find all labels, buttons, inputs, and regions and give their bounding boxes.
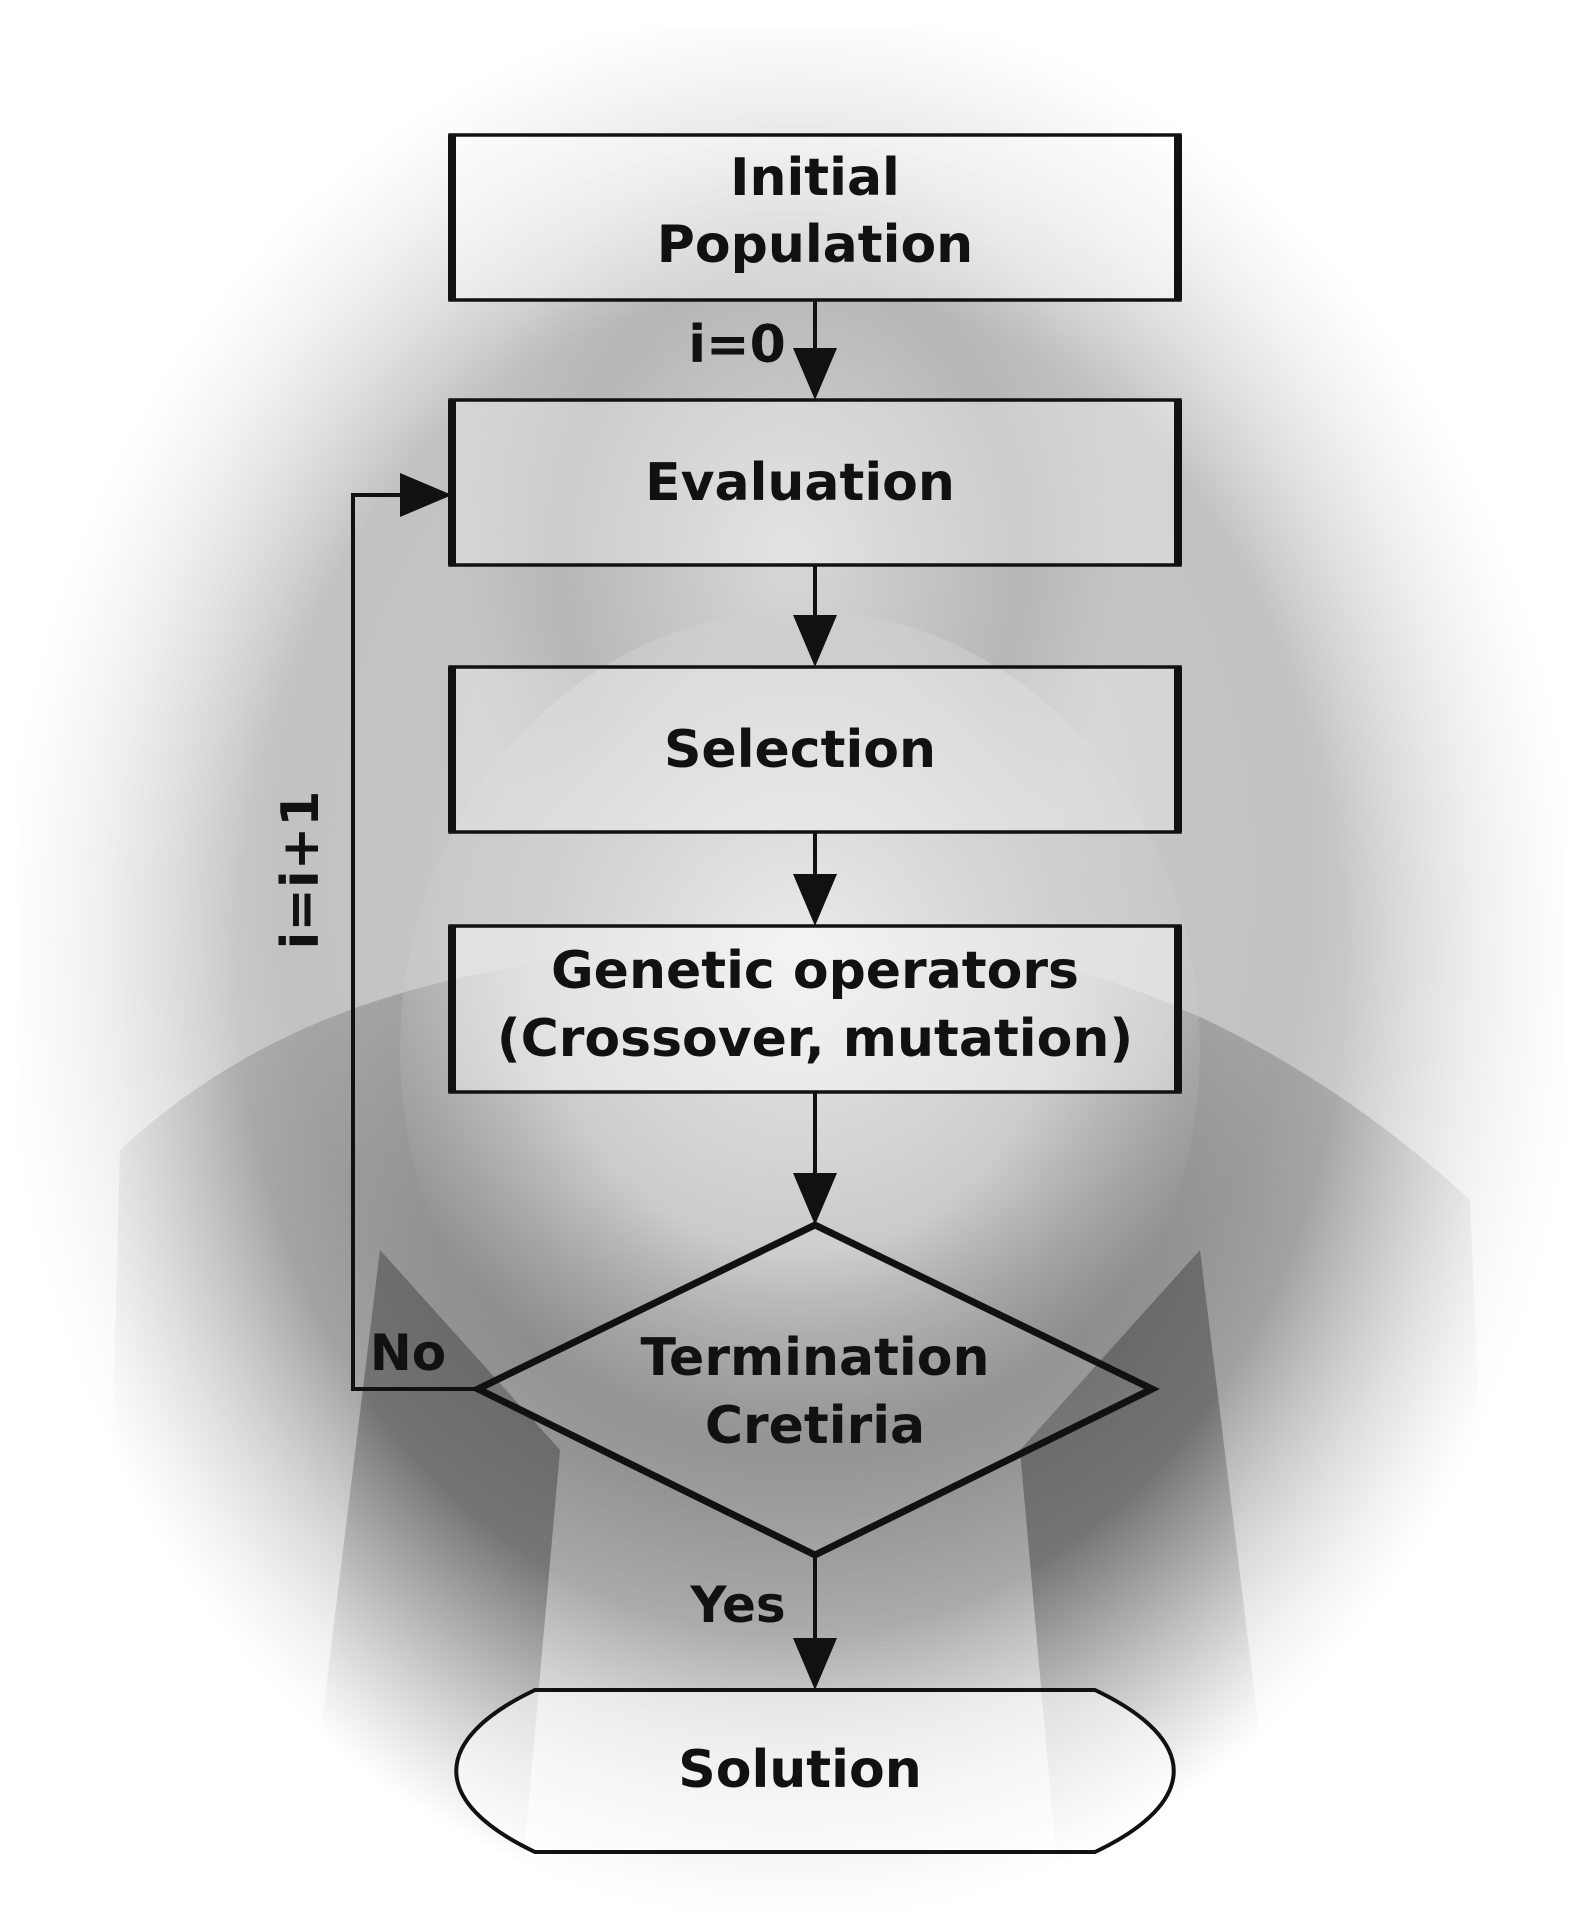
- node-initial-population-line-2: Population: [657, 215, 973, 275]
- node-genetic-operators-line-2: (Crossover, mutation): [497, 1009, 1133, 1069]
- edge-label-yes: Yes: [689, 1576, 785, 1634]
- node-termination-line-2: Cretiria: [705, 1396, 925, 1456]
- node-initial-population-line-1: Initial: [730, 148, 900, 208]
- arrowhead-loop-to-evaluation: [400, 473, 452, 517]
- edge-label-i-equals-0: i=0: [688, 315, 786, 375]
- node-evaluation: Evaluation: [448, 398, 1182, 567]
- arrowhead-to-termination: [793, 1173, 837, 1225]
- node-selection-label: Selection: [664, 720, 936, 780]
- node-termination-criteria: Termination Cretiria: [470, 1221, 1160, 1559]
- node-genetic-operators: Genetic operators (Crossover, mutation): [448, 924, 1182, 1094]
- arrowhead-to-evaluation: [793, 348, 837, 400]
- edge-label-i-equals-i-plus-1: i=i+1: [271, 791, 331, 950]
- edge-label-no: No: [370, 1324, 446, 1382]
- arrowhead-to-genetic: [793, 874, 837, 926]
- node-initial-population: Initial Population: [448, 133, 1182, 302]
- arrowhead-to-selection: [793, 615, 837, 667]
- node-termination-line-1: Termination: [640, 1328, 989, 1388]
- node-solution-label: Solution: [678, 1740, 921, 1800]
- arrowhead-to-solution: [793, 1638, 837, 1690]
- node-evaluation-label: Evaluation: [645, 453, 955, 513]
- node-solution: Solution: [454, 1688, 1176, 1854]
- node-selection: Selection: [448, 665, 1182, 834]
- node-genetic-operators-line-1: Genetic operators: [551, 941, 1079, 1001]
- edge-loop-no: [351, 493, 478, 1391]
- arrowheads: [400, 348, 837, 1690]
